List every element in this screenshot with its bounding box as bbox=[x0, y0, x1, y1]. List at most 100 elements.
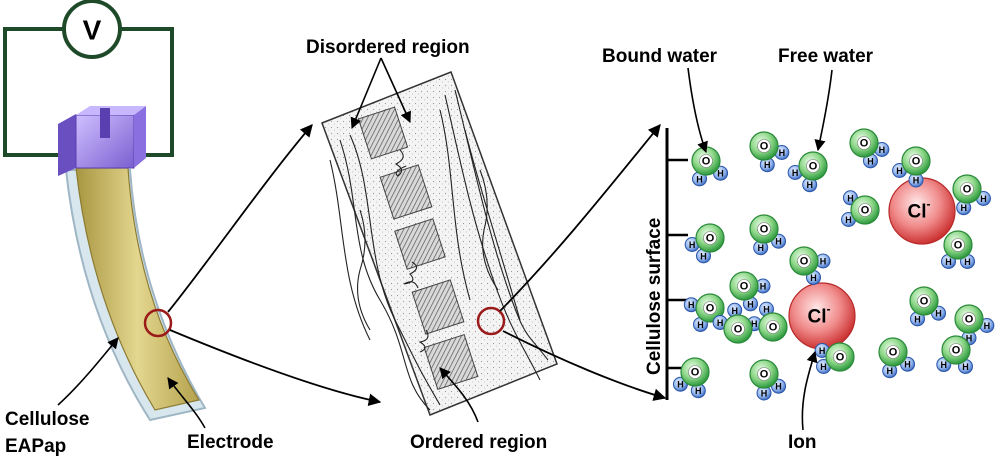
svg-text:H: H bbox=[763, 305, 770, 315]
cellulose-structure bbox=[321, 71, 558, 416]
zoom-circle-1 bbox=[143, 308, 173, 338]
svg-text:O: O bbox=[952, 345, 961, 357]
svg-text:O: O bbox=[963, 184, 972, 196]
ion-arrow bbox=[801, 350, 818, 431]
label-cellulose-line1: Cellulose bbox=[5, 409, 89, 430]
svg-text:H: H bbox=[845, 215, 852, 225]
svg-text:O: O bbox=[889, 347, 898, 359]
svg-text:H: H bbox=[879, 145, 886, 155]
eapap-strip bbox=[58, 106, 207, 422]
svg-text:H: H bbox=[751, 319, 758, 329]
svg-text:H: H bbox=[760, 282, 767, 292]
ordered-blocks bbox=[357, 106, 479, 391]
svg-text:H: H bbox=[819, 346, 826, 356]
oxygen-atom: O bbox=[749, 131, 779, 161]
water-molecule: H HO bbox=[841, 190, 880, 227]
oxygen-atom: O bbox=[825, 342, 855, 372]
water-molecule: HHO bbox=[684, 223, 725, 264]
hydrogen-atom: H bbox=[759, 157, 775, 173]
svg-text:Cl-: Cl- bbox=[908, 197, 931, 223]
bound-water-arrow bbox=[687, 67, 708, 154]
hydrogen-atom: H bbox=[759, 301, 775, 317]
water-molecule: HHO bbox=[729, 271, 771, 312]
svg-text:H: H bbox=[792, 168, 799, 178]
svg-text:H: H bbox=[688, 300, 695, 310]
svg-text:O: O bbox=[912, 156, 921, 168]
svg-text:H: H bbox=[820, 362, 827, 372]
zoom-arrow-upper bbox=[167, 124, 313, 313]
oxygen-atom: O bbox=[909, 286, 939, 316]
oxygen-atom: O bbox=[723, 314, 753, 344]
oxygen-atom: O bbox=[729, 271, 759, 301]
svg-text:O: O bbox=[954, 240, 963, 252]
zoom-circle-2 bbox=[476, 306, 506, 336]
svg-text:H: H bbox=[847, 193, 854, 203]
electrode-arrow bbox=[167, 377, 206, 429]
svg-text:Cl-: Cl- bbox=[808, 302, 831, 328]
water-molecule: HHO bbox=[749, 131, 790, 173]
hydrogen-atom: H bbox=[774, 144, 790, 160]
circuit-wire-left bbox=[3, 27, 63, 157]
svg-text:O: O bbox=[740, 281, 749, 293]
svg-text:H: H bbox=[886, 366, 893, 376]
water-molecule: HHO bbox=[954, 304, 995, 346]
label-free-water: Free water bbox=[778, 46, 874, 67]
water-molecule: HHO bbox=[746, 301, 788, 342]
circuit: V bbox=[3, 0, 174, 157]
oxygen-atom: O bbox=[691, 146, 721, 176]
svg-text:H: H bbox=[775, 237, 782, 247]
svg-text:H: H bbox=[962, 362, 969, 372]
voltmeter-symbol: V bbox=[83, 15, 102, 46]
svg-text:H: H bbox=[960, 203, 967, 213]
svg-text:H: H bbox=[775, 382, 782, 392]
svg-text:H: H bbox=[941, 360, 948, 370]
svg-text:H: H bbox=[689, 240, 696, 250]
oxygen-atom: O bbox=[849, 128, 879, 158]
water-molecule: HHO bbox=[814, 342, 855, 374]
oxygen-atom: O bbox=[695, 223, 725, 253]
oxygen-atom: O bbox=[758, 312, 788, 342]
svg-text:H: H bbox=[764, 160, 771, 170]
water-molecule: HHO bbox=[672, 357, 710, 399]
oxygen-atom: O bbox=[878, 337, 908, 367]
svg-text:H: H bbox=[731, 306, 738, 316]
ordered-arrow bbox=[439, 367, 479, 423]
svg-text:O: O bbox=[836, 352, 845, 364]
label-cellulose-surface: Cellulose surface bbox=[644, 218, 665, 375]
svg-text:H: H bbox=[700, 251, 707, 261]
svg-text:H: H bbox=[757, 243, 764, 253]
svg-text:O: O bbox=[800, 256, 809, 268]
svg-text:H: H bbox=[896, 166, 903, 176]
oxygen-atom: O bbox=[850, 195, 880, 225]
zoom-arrow-2-lower bbox=[502, 330, 667, 401]
oxygen-atom: O bbox=[749, 359, 779, 389]
svg-text:H: H bbox=[697, 320, 704, 330]
oxygen-atom: O bbox=[941, 335, 971, 365]
water-molecule: HHO bbox=[952, 174, 991, 216]
svg-text:H: H bbox=[945, 257, 952, 267]
svg-text:O: O bbox=[769, 322, 778, 334]
label-disordered-region: Disordered region bbox=[306, 37, 470, 58]
svg-text:O: O bbox=[760, 369, 769, 381]
svg-text:O: O bbox=[706, 233, 715, 245]
zoom-arrow-lower bbox=[169, 329, 382, 406]
oxygen-atom: O bbox=[789, 246, 819, 276]
hydrogen-atom: H bbox=[753, 240, 769, 256]
clamp bbox=[58, 106, 146, 176]
water-molecule: HHO bbox=[789, 246, 831, 285]
oxygen-atom: O bbox=[680, 357, 710, 387]
svg-text:O: O bbox=[760, 224, 769, 236]
water-molecule: HHO bbox=[941, 230, 975, 269]
svg-text:H: H bbox=[935, 309, 942, 319]
svg-text:H: H bbox=[966, 334, 973, 344]
svg-text:O: O bbox=[809, 161, 818, 173]
oxygen-atom: O bbox=[695, 293, 725, 323]
svg-text:H: H bbox=[747, 299, 754, 309]
svg-text:O: O bbox=[965, 314, 974, 326]
chloride-ion: Cl- bbox=[788, 282, 856, 350]
chloride-ion: Cl- bbox=[888, 177, 956, 245]
water-molecule: HHO bbox=[749, 359, 787, 401]
